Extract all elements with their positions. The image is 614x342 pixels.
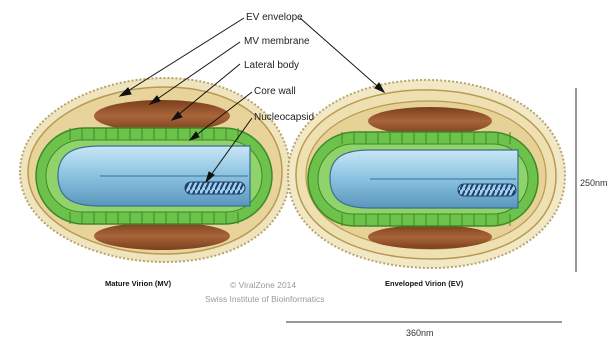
mv-lateral-body-bottom (94, 222, 230, 250)
label-mv-membrane: MV membrane (244, 36, 310, 47)
label-lateral-body: Lateral body (244, 60, 299, 71)
ev-lateral-body-bottom (368, 225, 492, 249)
label-nucleocapsid: Nucleocapsid (254, 112, 314, 123)
mv-nucleocapsid (185, 182, 245, 194)
credit-line-1: © ViralZone 2014 (230, 280, 296, 290)
ev-lateral-body-top (368, 107, 492, 135)
ev-nucleocapsid (458, 184, 516, 196)
width-dimension-label: 360nm (406, 328, 434, 338)
mv-lateral-body-top (94, 100, 230, 132)
leader-ev-envelope-right (300, 18, 384, 92)
enveloped-virion (288, 80, 565, 268)
credit-line-2: Swiss Institute of Bioinformatics (205, 294, 325, 304)
caption-mature-virion: Mature Virion (MV) (105, 279, 172, 288)
label-core-wall: Core wall (254, 86, 296, 97)
label-ev-envelope: EV envelope (246, 12, 303, 23)
height-dimension-label: 250nm (580, 178, 608, 188)
mature-virion (20, 78, 290, 262)
caption-enveloped-virion: Enveloped Virion (EV) (385, 279, 464, 288)
